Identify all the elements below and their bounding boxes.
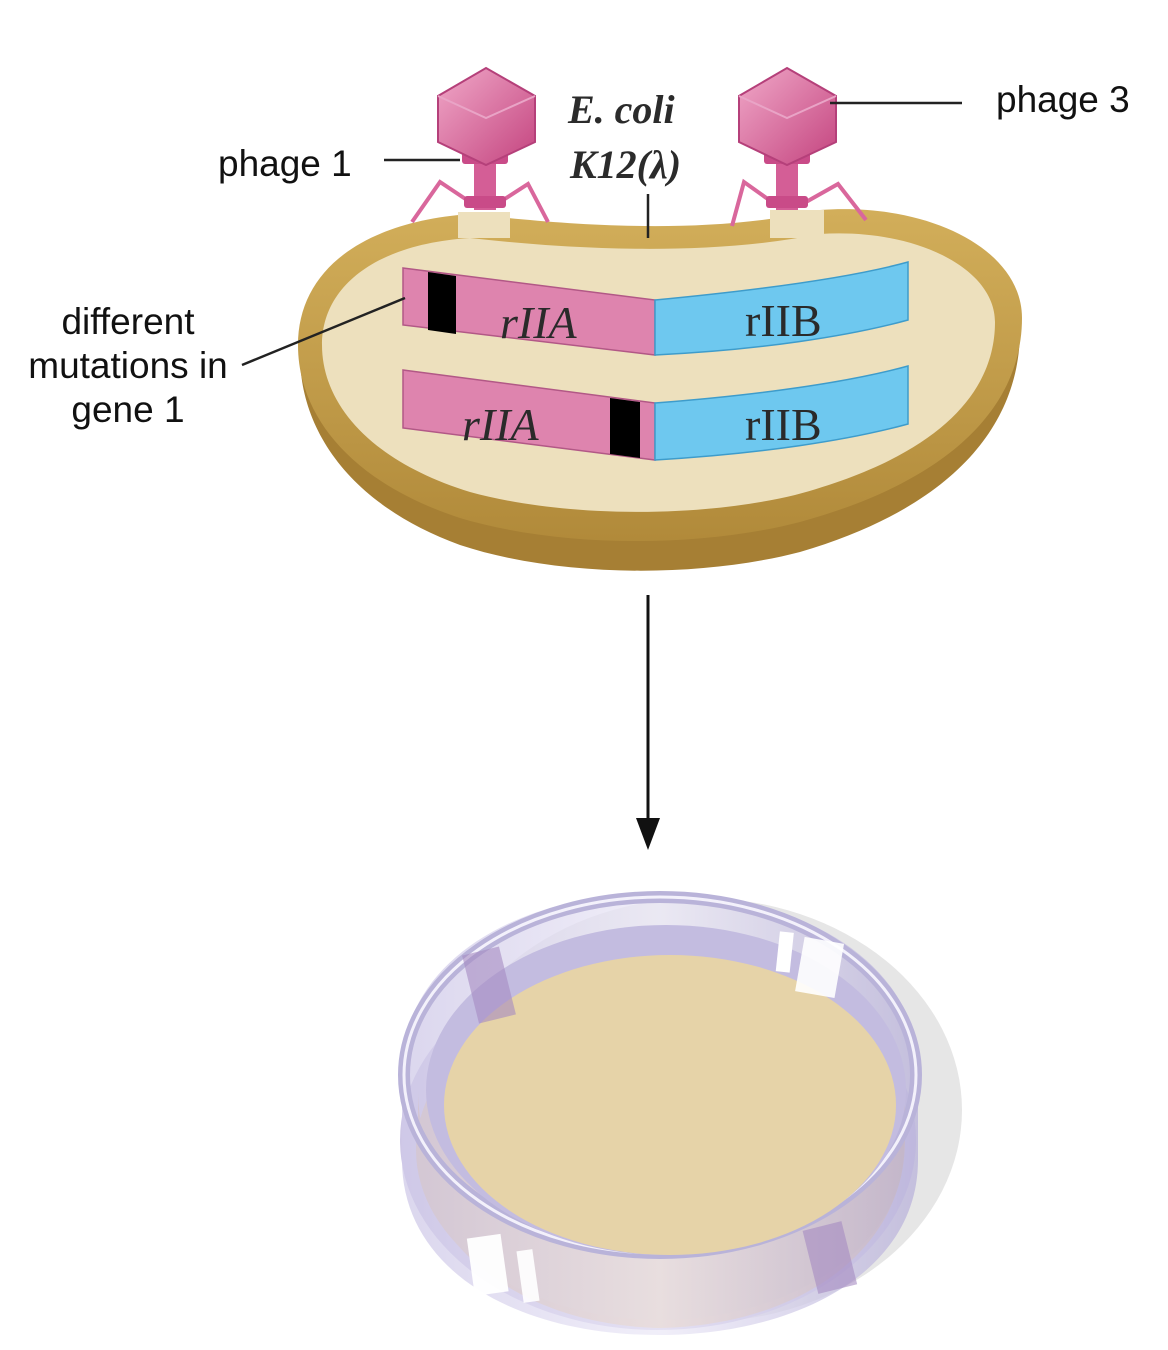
agar-surface	[444, 955, 896, 1255]
phage-right-head	[738, 66, 837, 167]
phage-right-tail-fiber-left	[730, 178, 774, 227]
phage-left	[410, 66, 550, 238]
chromosome-2-rIIA-label: rIIA	[462, 399, 540, 450]
phage-right-label: phage 3	[996, 79, 1130, 120]
mutations-label-line2: mutations in	[28, 345, 228, 386]
mutations-leader	[241, 296, 406, 367]
dish-reflection-1	[775, 931, 794, 973]
phage-left-attachment	[458, 212, 510, 238]
phage-left-tail-fiber-right	[498, 181, 550, 223]
dish-reflection-4	[516, 1249, 540, 1303]
dish-reflection-2	[795, 936, 845, 999]
phage-right	[730, 66, 868, 238]
mutations-label-line1: different	[61, 301, 195, 342]
chromosome-1-rIIA-label: rIIA	[500, 297, 578, 348]
host-label-line1: E. coli	[567, 87, 675, 132]
mutations-label-line3: gene 1	[71, 389, 184, 430]
petri-dish	[398, 891, 962, 1335]
dish-tint-1	[462, 946, 516, 1024]
phage-left-label: phage 1	[218, 143, 352, 184]
dish-reflection-3	[466, 1233, 509, 1297]
bacterial-cell: rIIA rIIB rIIA rIIB	[298, 209, 1022, 571]
chromosome-1-rIIB-label: rIIB	[745, 295, 822, 346]
chromosome-1-rIIB-segment	[654, 261, 909, 356]
phage-left-tail-fiber-left	[410, 179, 472, 224]
chromosome-2: rIIA rIIB	[402, 365, 909, 461]
chromosome-2-rIIB-segment	[654, 365, 909, 461]
phage-left-baseplate	[464, 196, 506, 208]
phage-right-baseplate	[766, 196, 808, 208]
arrow-head	[636, 818, 660, 850]
chromosome-1-mutation	[428, 272, 456, 334]
phage-right-head-facet	[738, 95, 837, 120]
down-arrow	[636, 595, 660, 850]
phage-left-head-facet	[437, 95, 536, 120]
phage-right-attachment	[770, 210, 824, 238]
phage-right-tail-fiber-right	[805, 181, 868, 222]
chromosome-2-rIIB-label: rIIB	[745, 399, 822, 450]
host-label-line2: K12(λ)	[569, 142, 681, 187]
chromosome-1: rIIA rIIB	[402, 261, 909, 356]
phage-left-head	[437, 66, 536, 167]
dish-tint-2	[802, 1221, 858, 1294]
chromosome-2-mutation	[610, 398, 640, 458]
